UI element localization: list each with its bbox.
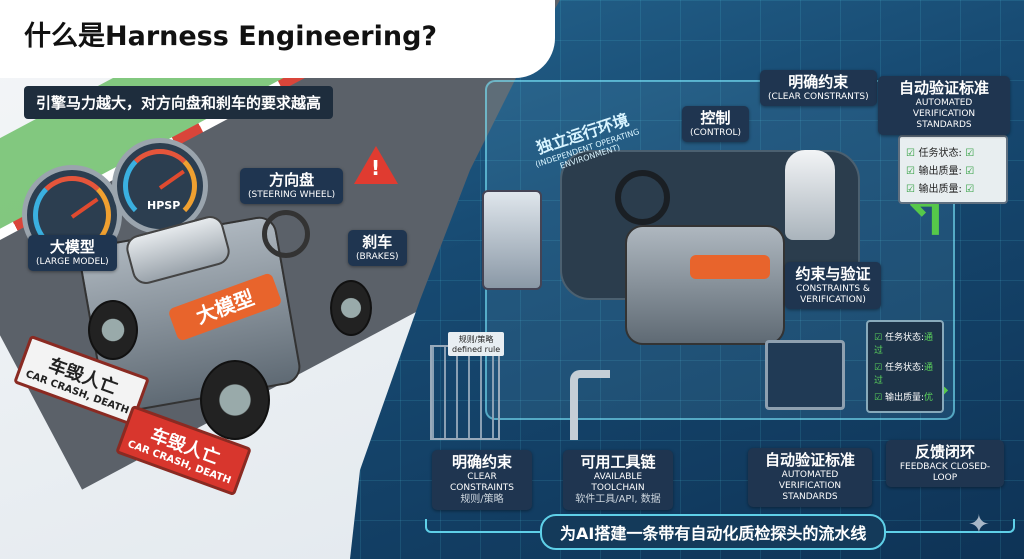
wheel-icon	[200, 360, 270, 440]
checklist-row: ☑ 任务状态: ☑	[906, 148, 975, 159]
title-box: 什么是Harness Engineering?	[0, 0, 555, 78]
feedback-en: FEEDBACK CLOSED-LOOP	[899, 461, 991, 483]
auto-verify-top-zh: 自动验证标准	[898, 79, 989, 97]
robot-icon	[785, 150, 835, 240]
engine-icon	[625, 225, 785, 345]
checklist-mid: ☑ 任务状态:通过 ☑ 任务状态:通过 ☑ 输出质量:优	[866, 320, 944, 413]
label-large-model: 大模型 (LARGE MODEL)	[28, 235, 117, 271]
label-constraints-verification: 约束与验证 CONSTRAINTS & VERIFICATION)	[785, 262, 881, 310]
cage-tag: 规则/策略 defined rule	[448, 332, 505, 356]
label-auto-verify-bottom: 自动验证标准 AUTOMATED VERIFICATION STANDARDS	[748, 448, 872, 507]
checklist-top: ☑ 任务状态: ☑ ☑ 输出质量: ☑ ☑ 输出质量: ☑	[898, 135, 1008, 204]
warning-icon	[354, 146, 398, 184]
clear-constraints-top-en: (CLEAR CONSTRANTS)	[768, 91, 869, 102]
bottom-label-zh: 明确约束	[451, 453, 512, 471]
clear-constraints-top-zh: 明确约束	[788, 73, 849, 91]
cv-zh: 约束与验证	[795, 265, 871, 283]
checklist-row: ☑ 任务状态:通过	[874, 363, 933, 386]
label-clear-constraints-bottom: 明确约束 CLEAR CONSTRAINTS 规则/策略	[432, 450, 532, 510]
monitor-icon	[765, 340, 845, 410]
steering-zh: 方向盘	[269, 171, 315, 189]
steering-wheel-icon	[262, 210, 310, 258]
sparkle-icon: ✦	[968, 510, 990, 540]
large-model-en: (LARGE MODEL)	[36, 256, 109, 267]
label-toolchain: 可用工具链 AVAILABLE TOOLCHAIN 软件工具/API, 数据	[563, 450, 673, 510]
bottom-label-sub: 规则/策略	[460, 494, 504, 506]
subtitle: 引擎马力越大，对方向盘和刹车的要求越高	[24, 86, 334, 119]
bottom-label-zh: 可用工具链	[580, 453, 656, 471]
cv-en: CONSTRAINTS & VERIFICATION)	[796, 283, 870, 305]
hpsp-label: HPSP	[147, 199, 181, 212]
page-title: 什么是Harness Engineering?	[24, 21, 438, 52]
label-steering-wheel: 方向盘 (STEERING WHEEL)	[240, 168, 344, 204]
control-en: (CONTROL)	[690, 127, 741, 138]
checklist-row: ☑ 输出质量:优	[874, 393, 933, 403]
cage-icon	[430, 345, 500, 440]
checklist-row: ☑ 输出质量: ☑	[906, 184, 975, 195]
steering-wheel-icon	[615, 170, 670, 225]
bottom-label-zh: 自动验证标准	[764, 451, 855, 469]
auto-verify-top-en: AUTOMATED VERIFICATION STANDARDS	[912, 97, 976, 131]
steering-en: (STEERING WHEEL)	[248, 189, 336, 200]
server-icon	[482, 190, 542, 290]
label-clear-constraints-top: 明确约束 (CLEAR CONSTRANTS)	[760, 70, 877, 106]
engine-cover	[690, 255, 770, 279]
brakes-en: (BRAKES)	[356, 251, 399, 262]
bottom-label-en: AVAILABLE TOOLCHAIN	[591, 471, 645, 493]
brakes-zh: 刹车	[362, 233, 393, 251]
cage-tag-en: defined rule	[452, 345, 501, 354]
feedback-zh: 反馈闭环	[914, 443, 975, 461]
checklist-row: ☑ 任务状态:通过	[874, 333, 933, 356]
checklist-row: ☑ 输出质量: ☑	[906, 166, 975, 177]
wheel-icon	[88, 300, 138, 360]
wheel-icon	[330, 280, 372, 336]
bottom-label-en: CLEAR CONSTRAINTS	[450, 471, 514, 493]
label-auto-verify-top: 自动验证标准 AUTOMATED VERIFICATION STANDARDS	[878, 76, 1010, 135]
control-zh: 控制	[700, 109, 731, 127]
warning-mark: !	[371, 156, 381, 180]
cage-tag-zh: 规则/策略	[458, 335, 494, 344]
bottom-label-sub: 软件工具/API, 数据	[575, 494, 661, 506]
large-model-zh: 大模型	[49, 238, 95, 256]
label-control: 控制 (CONTROL)	[682, 106, 749, 142]
label-feedback-loop: 反馈闭环 FEEDBACK CLOSED-LOOP	[886, 440, 1004, 488]
pipeline-caption: 为AI搭建一条带有自动化质检探头的流水线	[540, 514, 887, 550]
label-brakes: 刹车 (BRAKES)	[348, 230, 407, 266]
robot-arm-icon	[570, 370, 610, 440]
bottom-label-en: AUTOMATED VERIFICATION STANDARDS	[778, 469, 842, 503]
